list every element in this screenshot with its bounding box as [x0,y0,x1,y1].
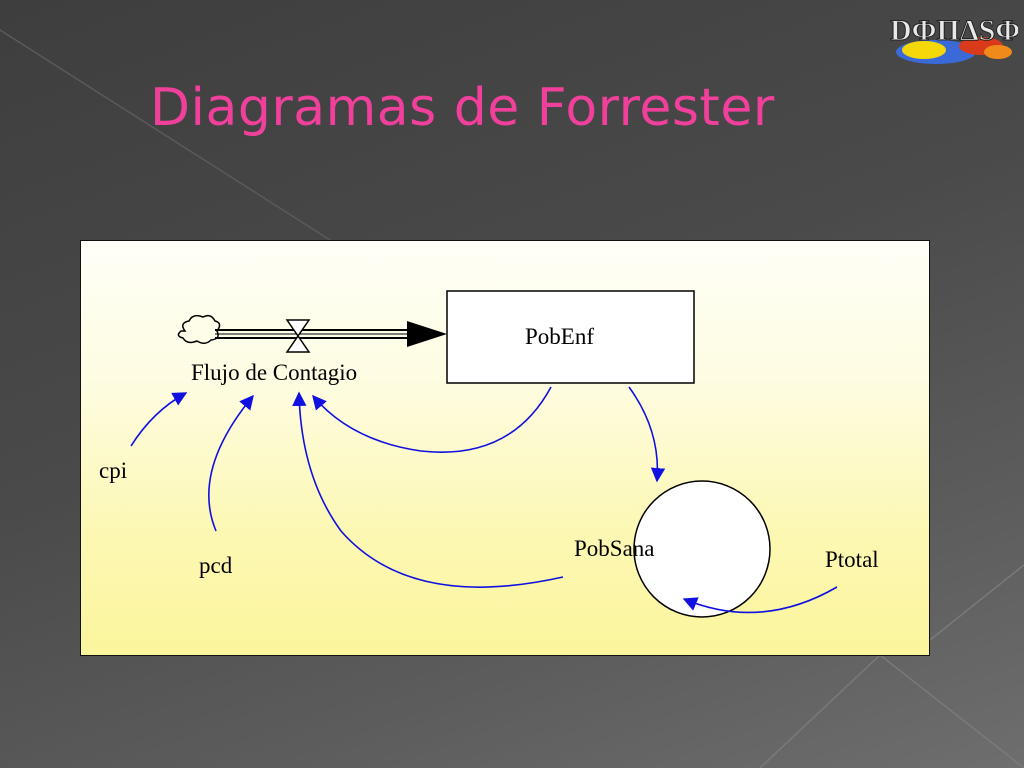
logo-text: DΦΠΔSΦ [890,14,1018,47]
arrow-pobenf-to-flow [312,386,552,453]
aux-circle-pobsana [633,480,771,618]
arrow-cpi-to-flow [130,392,188,447]
stock-box-pobenf [446,290,695,384]
arrow-pobsana-to-flow [292,391,564,588]
aux-circle-label: PobSana [574,536,655,561]
cloud-source-icon [177,314,221,344]
forrester-diagram: Flujo de Contagio PobEnf PobSana cpi pcd… [80,240,930,656]
variable-ptotal: Ptotal [825,547,879,572]
diagram-canvas [130,290,838,618]
valve-icon [285,319,311,353]
variable-pcd: pcd [199,553,233,578]
arrow-pobenf-to-pobsana [628,386,666,483]
arrow-ptotal-to-pobsana [682,586,838,614]
logo: DΦΠΔSΦ [886,6,1021,68]
arrow-pcd-to-flow [208,394,254,532]
flow-pipe [215,321,447,347]
stock-label: PobEnf [525,324,594,349]
slide-title: Diagramas de Forrester [150,78,775,138]
logo-graphic: DΦΠΔSΦ [890,14,1021,64]
variable-cpi: cpi [99,458,128,483]
flow-label: Flujo de Contagio [191,360,358,385]
